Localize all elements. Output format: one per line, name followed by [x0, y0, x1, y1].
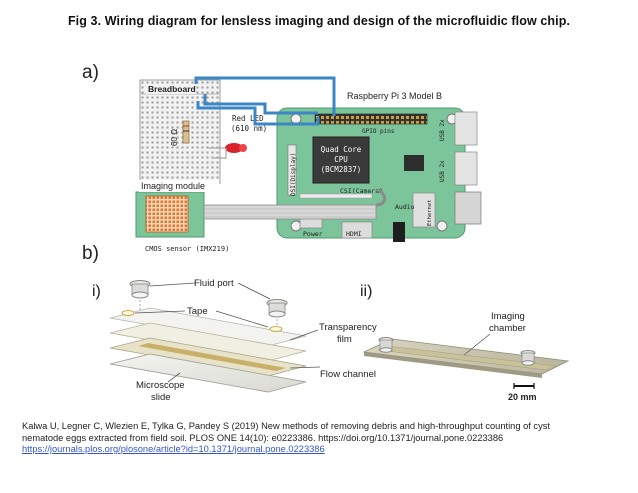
figure-title: Fig 3. Wiring diagram for lensless imagi… [67, 14, 571, 28]
citation: Kalwa U, Legner C, Wlezien E, Tylka G, P… [22, 421, 618, 456]
pi-title: Raspberry Pi 3 Model B [347, 91, 442, 101]
panel-b-ii-label: ii) [360, 283, 372, 300]
transparency-film-label: film [337, 334, 352, 345]
citation-line-2: nematode eggs extracted from field soil.… [22, 432, 504, 443]
transparency-label: Transparency [319, 322, 377, 333]
imaging-module [135, 188, 386, 238]
fluid-port-label: Fluid port [194, 278, 234, 289]
flow-channel-label: Flow channel [320, 369, 376, 380]
usb-label-2: USB 2x [439, 160, 446, 182]
gpio-label: GPIO pins [362, 128, 395, 135]
assembled-chip [362, 333, 570, 378]
callout-lines [134, 282, 321, 383]
resistor: 60 Ω [170, 120, 190, 146]
jumper-wires [194, 76, 336, 126]
hdmi-label: HDMI [346, 230, 362, 238]
panel-a-label: a) [82, 62, 99, 83]
citation-line-1: Kalwa U, Legner C, Wlezien E, Tylka G, P… [22, 421, 550, 431]
cmos-label: CMOS sensor (IMX219) [145, 245, 229, 253]
scale-bar [513, 383, 535, 389]
cpu-label-3: (BCM2837) [321, 165, 362, 174]
power-label: Power [303, 230, 323, 238]
imaging-module-label: Imaging module [141, 181, 205, 191]
ethernet-label: Ethernet [427, 200, 433, 227]
panel-b-label: b) [82, 243, 99, 264]
led-label: Red LED [232, 114, 264, 123]
usb-label-1: USB 2x [439, 119, 446, 141]
panel-b-i-label: i) [92, 283, 101, 300]
cpu-label-2: CPU [334, 155, 348, 164]
breadboard-label: Breadboard [148, 84, 196, 94]
led-wavelength: (610 nm) [231, 124, 267, 133]
scale-bar-label: 20 mm [508, 392, 537, 402]
tape-label: Tape [187, 306, 208, 317]
breadboard: Breadboard [139, 79, 221, 184]
resistor-label: 60 Ω [170, 129, 179, 146]
article-link[interactable]: https://journals.plos.org/plosone/articl… [22, 444, 325, 454]
imaging-chamber-label: Imaging [491, 311, 525, 322]
imaging-chamber-label-2: chamber [489, 323, 526, 334]
red-led [208, 143, 247, 153]
cpu-label-1: Quad Core [321, 145, 362, 154]
exploded-chip [109, 280, 307, 393]
microscope-slide-label: slide [151, 392, 171, 403]
led-wire [212, 148, 227, 159]
dsi-label: DSI(Display) [290, 153, 297, 196]
audio-label: Audio [395, 203, 415, 211]
csi-label: CSI(Camera) [340, 187, 383, 195]
microscope-label: Microscope [136, 380, 185, 391]
